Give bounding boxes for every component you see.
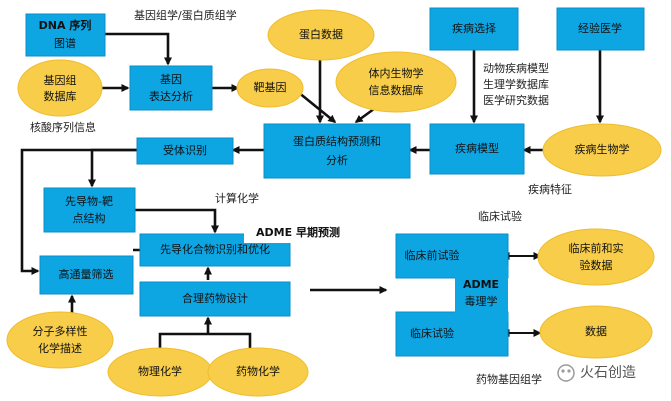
label-pharmacogenomics: 药物基因组学 (476, 372, 542, 386)
node-adme-tox-line2: 毒理学 (465, 294, 498, 308)
node-clinical-block: 临床前试验 临床试验 ADME 毒理学 (395, 233, 509, 357)
node-protein-data: 蛋白数据 (267, 9, 375, 61)
node-preclinical-data: 临床前和实 验数据 (537, 228, 655, 286)
node-med-chem: 药物化学 (207, 347, 309, 397)
edge-chem-to-design (158, 332, 252, 352)
node-genome-db-line2: 数据库 (44, 89, 77, 103)
node-hts-label: 高通量筛选 (59, 267, 114, 281)
node-data: 数据 (539, 305, 653, 359)
edge-receptor-to-lead-target (88, 148, 137, 188)
node-disease-select: 疾病选择 (429, 7, 519, 51)
node-preclinical-data-line1: 临床前和实 (569, 241, 624, 255)
node-genome-db-line1: 基因组 (44, 73, 77, 87)
node-hts: 高通量筛选 (39, 255, 134, 295)
node-bio-info-db: 体内生物学 信息数据库 (335, 51, 457, 113)
node-lead-target-line1: 先导物-靶 (65, 194, 113, 208)
node-experimental-medicine: 经验医学 (556, 7, 645, 51)
watermark: 火石创造 (557, 364, 636, 382)
node-disease-model-label: 疾病模型 (455, 141, 499, 155)
label-genomics-proteomics: 基因组学/蛋白质组学 (134, 8, 237, 22)
node-disease-select-label: 疾病选择 (452, 21, 496, 35)
node-gene-expr: 基因 表达分析 (129, 65, 213, 111)
node-adme-early-label: ADME 早期预测 (256, 225, 340, 239)
label-nucleic-info: 核酸序列信息 (30, 120, 96, 134)
node-protein-structure: 蛋白质结构预测和 分析 (263, 123, 411, 179)
node-data-label: 数据 (585, 324, 607, 338)
node-protein-data-label: 蛋白数据 (299, 27, 343, 41)
node-rational-design: 合理药物设计 (139, 281, 291, 317)
node-lead-target: 先导物-靶 点结构 (43, 187, 136, 233)
label-animal-model-line3: 医学研究数据 (483, 93, 549, 107)
label-comp-chem: 计算化学 (215, 191, 259, 205)
node-dna-map: DNA 序列 图谱 (25, 13, 106, 57)
label-clinical-trials: 临床试验 (478, 209, 522, 223)
node-preclinical-test-label: 临床前试验 (405, 248, 460, 262)
label-animal-model-line2: 生理学数据库 (483, 77, 549, 91)
node-receptor-recognition-label: 受体识别 (163, 143, 207, 157)
node-disease-biology-label: 疾病生物学 (575, 142, 630, 156)
watermark-logo-icon (557, 364, 575, 382)
node-gene-expr-line2: 表达分析 (149, 89, 193, 103)
watermark-logo-dot-icon (561, 369, 565, 373)
node-dna-map-line2: 图谱 (54, 36, 76, 50)
edge-lead-target-to-optimize (135, 208, 219, 234)
node-rational-design-label: 合理药物设计 (182, 291, 248, 305)
node-disease-model: 疾病模型 (429, 123, 525, 175)
node-dna-map-line1: DNA 序列 (39, 18, 92, 32)
node-receptor-recognition: 受体识别 (136, 137, 234, 165)
node-adme-tox-line1: ADME (463, 278, 499, 291)
node-phys-chem-label: 物理化学 (138, 364, 182, 378)
node-lead-target-line2: 点结构 (73, 211, 106, 225)
node-preclinical-data-line2: 验数据 (580, 258, 613, 272)
node-protein-structure-line1: 蛋白质结构预测和 (293, 134, 381, 148)
edge-target-to-protein (297, 90, 337, 124)
watermark-text: 火石创造 (580, 365, 636, 381)
node-experimental-medicine-label: 经验医学 (578, 21, 622, 35)
node-adme-early: ADME 早期预测 (244, 223, 352, 243)
node-bio-info-db-line2: 信息数据库 (369, 83, 424, 97)
edge-dna-to-gene-expr (105, 32, 172, 66)
node-disease-biology: 疾病生物学 (542, 123, 662, 177)
node-target-gene-label: 靶基因 (254, 81, 287, 94)
node-lead-optimize-label: 先导化合物识别和优化 (160, 242, 270, 256)
node-target-gene: 靶基因 (236, 68, 304, 108)
node-gene-expr-line1: 基因 (160, 73, 182, 86)
node-med-chem-label: 药物化学 (236, 364, 280, 378)
node-mol-diversity: 分子多样性 化学描述 (6, 311, 114, 369)
node-clinical-test-label: 临床试验 (410, 326, 454, 340)
watermark-logo-dot2-icon (567, 369, 571, 373)
edge-receptor-to-hts (20, 148, 137, 275)
label-disease-features: 疾病特征 (528, 182, 572, 196)
node-phys-chem: 物理化学 (107, 347, 213, 397)
node-bio-info-db-line1: 体内生物学 (369, 66, 424, 80)
node-genome-db: 基因组 数据库 (17, 59, 103, 117)
node-mol-diversity-line1: 分子多样性 (33, 324, 88, 338)
node-mol-diversity-line2: 化学描述 (38, 341, 82, 355)
node-protein-structure-line2: 分析 (326, 153, 348, 167)
label-animal-model-line1: 动物疾病模型 (483, 61, 549, 75)
